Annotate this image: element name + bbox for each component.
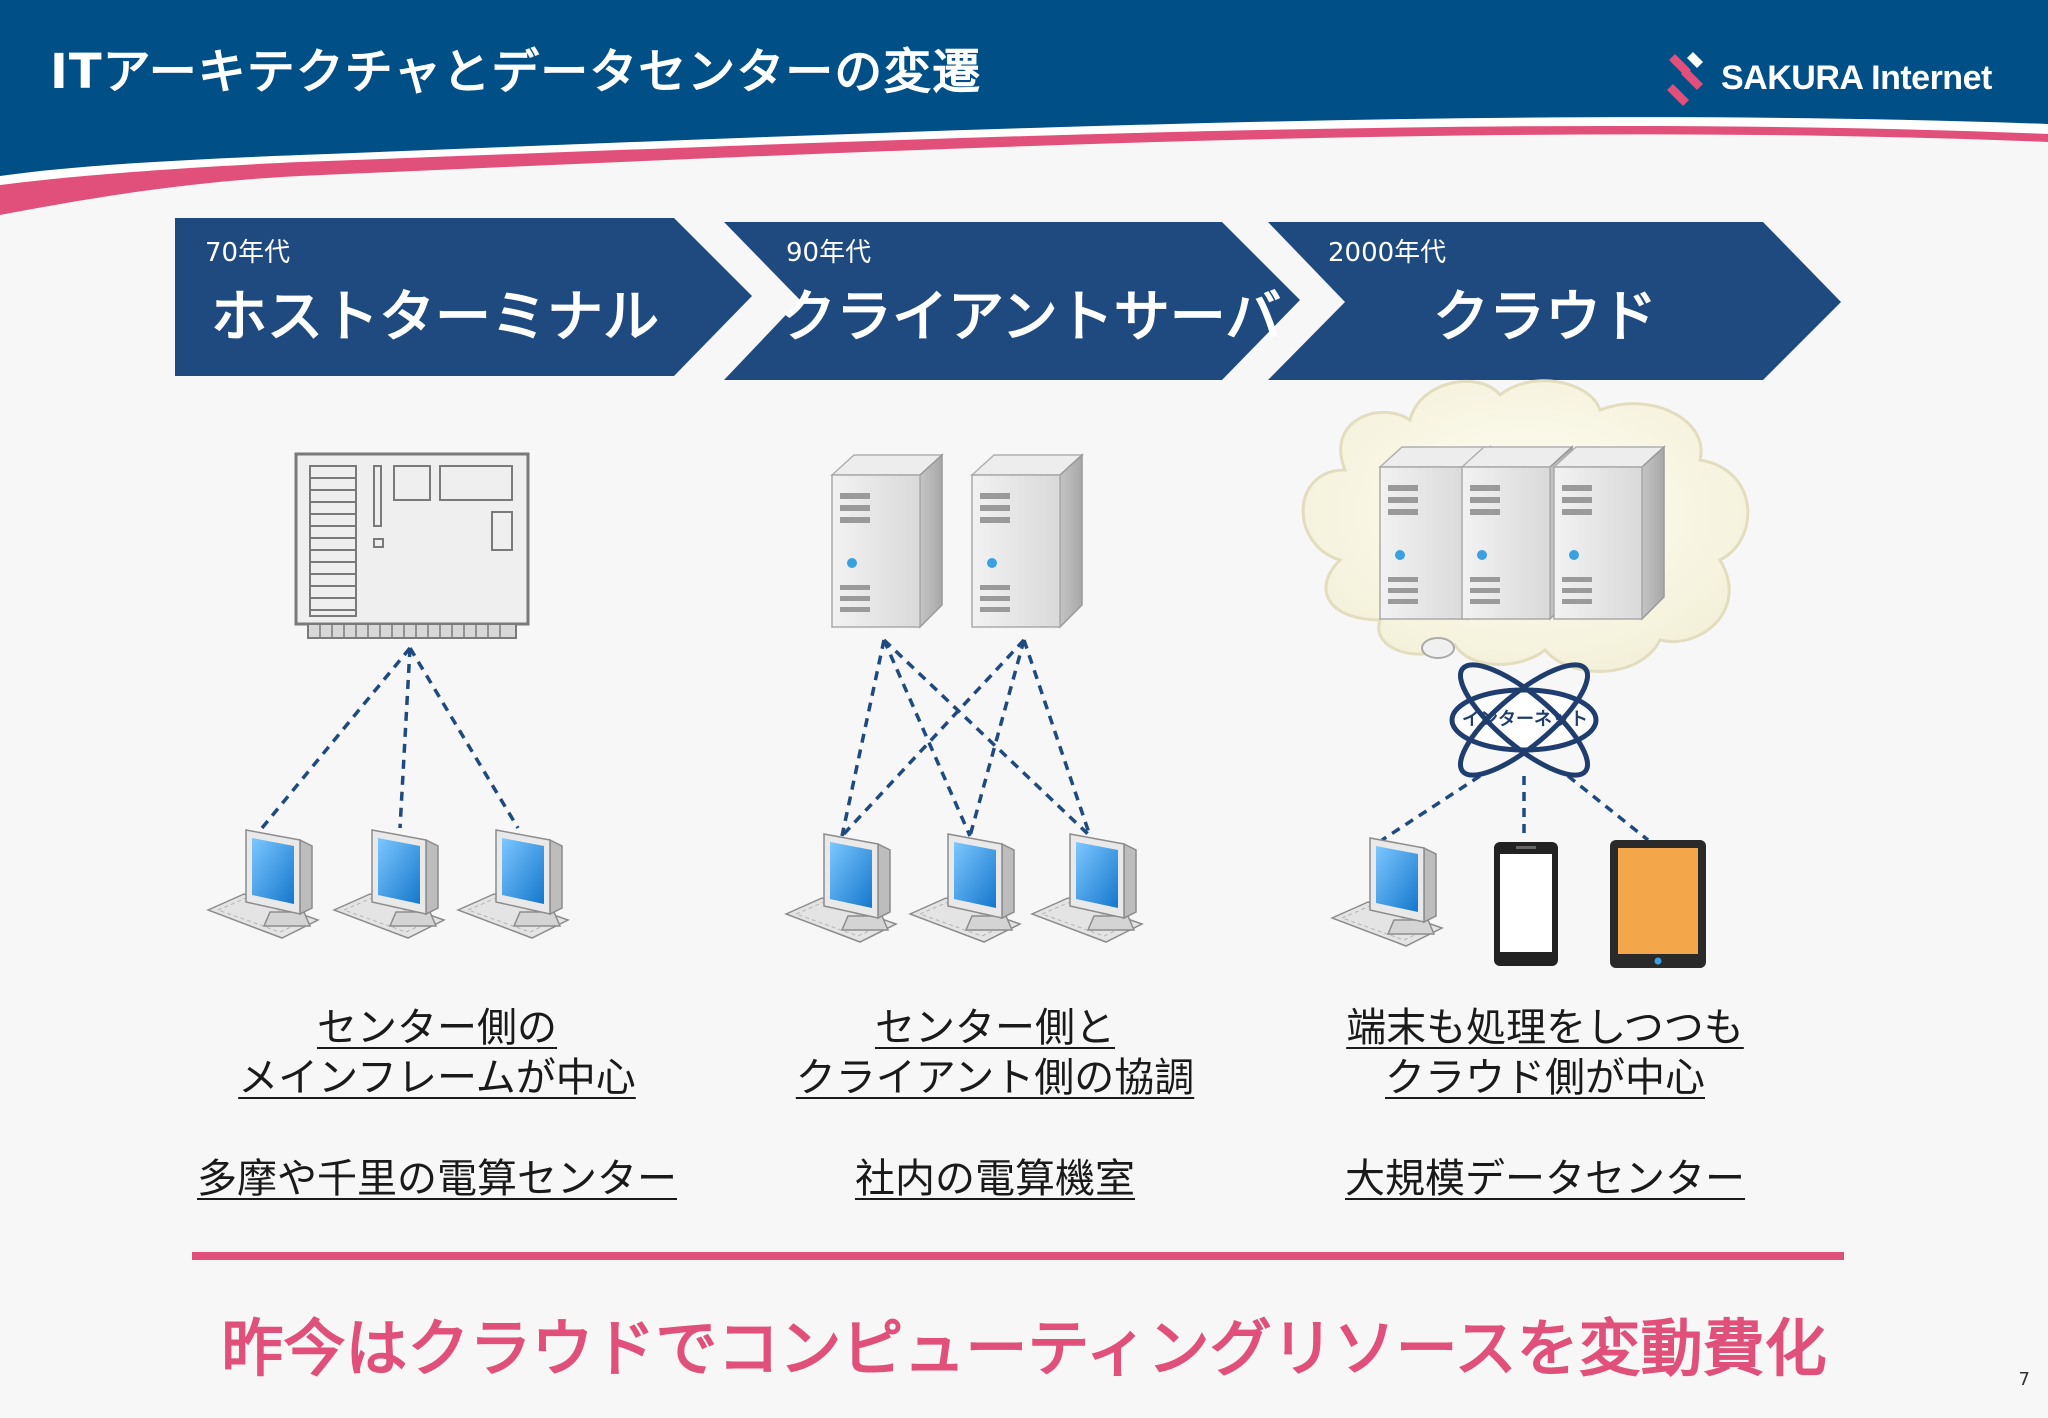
era-period-90s: 90年代	[786, 238, 872, 268]
server-icon	[971, 454, 1083, 628]
desc-90s: センター側と クライアント側の協調	[795, 1005, 1195, 1101]
logo-text: SAKURA Internet	[1721, 58, 1992, 97]
header-banner	[0, 0, 2048, 215]
sakura-logo-icon	[1667, 52, 1703, 106]
pc-icon	[785, 833, 897, 943]
era-name-cloud: クラウド	[1433, 285, 1657, 350]
pc-icon	[1031, 833, 1143, 943]
server-icon	[831, 454, 943, 628]
pc-icon	[909, 833, 1021, 943]
pc-icon	[1331, 837, 1443, 947]
page-number: 7	[2018, 1369, 2030, 1390]
pc-icon	[457, 829, 569, 939]
chevron-90s	[724, 222, 1300, 380]
pc-icon	[207, 829, 319, 939]
conclusion-text: 昨今はクラウドでコンピューティングリソースを変動費化	[221, 1312, 1827, 1385]
chevron-70s	[175, 218, 752, 376]
mainframe-icon	[294, 452, 530, 639]
era-name-host-terminal: ホストターミナル	[211, 285, 659, 350]
internet-label: インターネット	[1462, 709, 1588, 730]
sakura-logo: SAKURA Internet	[1665, 48, 1992, 108]
pc-icon	[333, 829, 445, 939]
datacenter-2000s: 大規模データセンター	[1345, 1156, 1745, 1202]
desc-70s: センター側の メインフレームが中心	[238, 1005, 636, 1101]
desc-2000s: 端末も処理をしつつも クラウド側が中心	[1346, 1005, 1744, 1101]
cloud-server-icon	[1553, 446, 1665, 620]
internet-atom-icon	[1449, 662, 1599, 778]
smartphone-icon	[1494, 842, 1558, 966]
datacenter-70s: 多摩や千里の電算センター	[197, 1156, 677, 1202]
divider	[192, 1252, 1844, 1260]
connection-lines	[260, 638, 1650, 842]
era-period-2000s: 2000年代	[1328, 238, 1447, 268]
slide-title: ITアーキテクチャとデータセンターの変遷	[50, 44, 982, 100]
era-period-70s: 70年代	[205, 238, 291, 268]
tablet-icon	[1610, 840, 1706, 968]
datacenter-90s: 社内の電算機室	[855, 1156, 1135, 1202]
era-name-client-server: クライアントサーバ	[780, 285, 1282, 350]
chevron-2000s	[1268, 222, 1841, 380]
